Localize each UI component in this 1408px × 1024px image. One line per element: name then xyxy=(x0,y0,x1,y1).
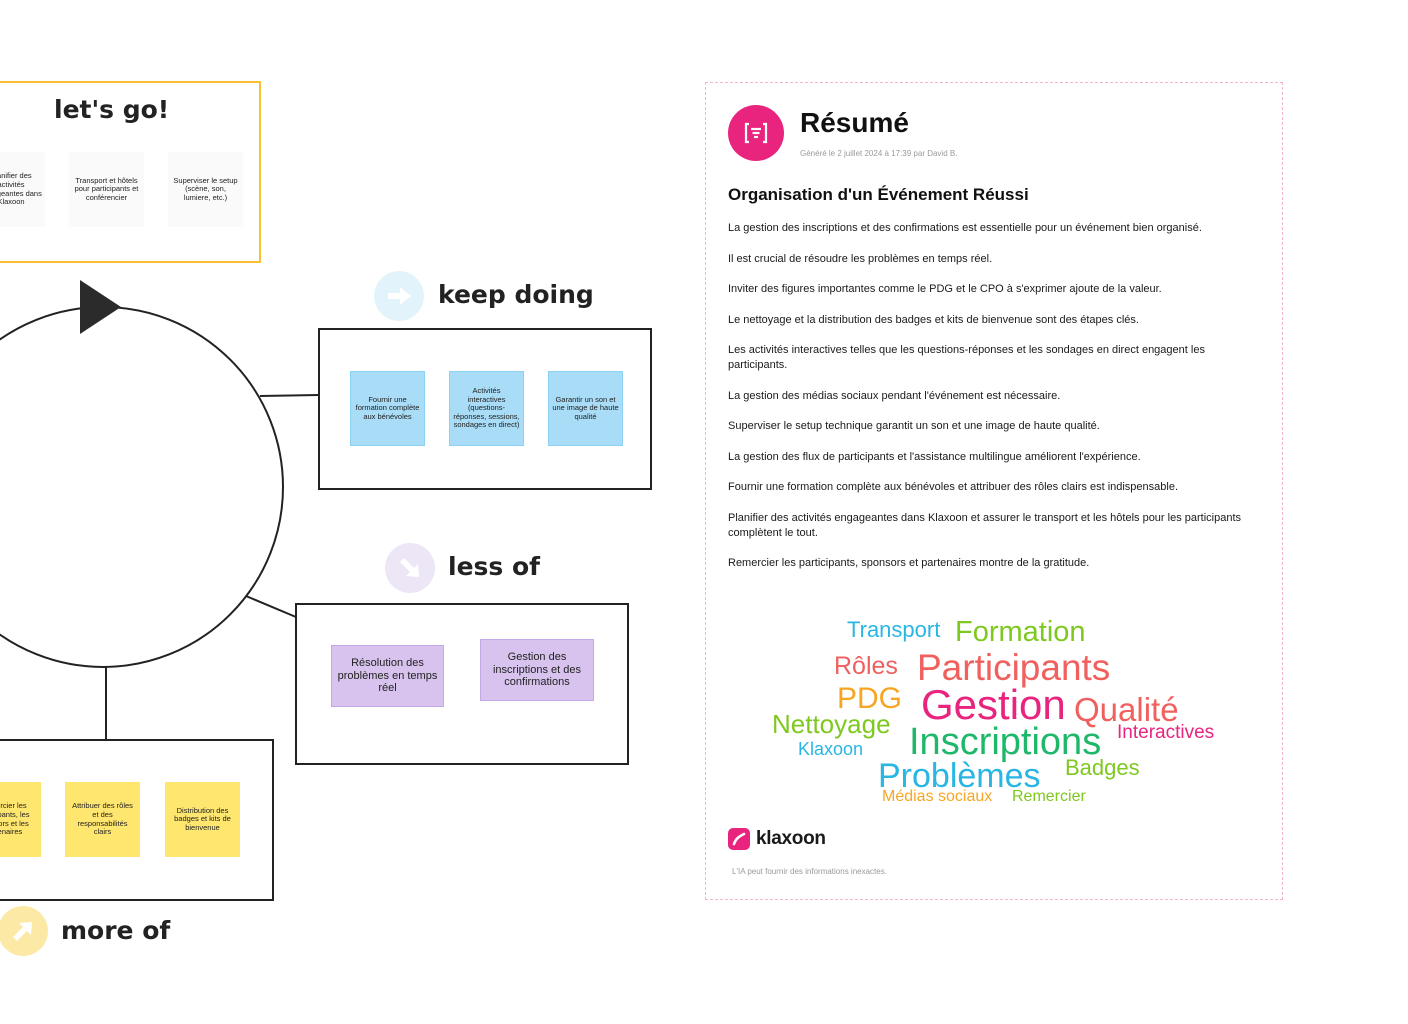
sticky-note[interactable]: Garantir un son et une image de haute qu… xyxy=(548,371,623,446)
connector-less-of xyxy=(245,595,297,618)
arrow-right-icon xyxy=(374,271,424,321)
sticky-note[interactable]: Activités interactives (questions-répons… xyxy=(449,371,524,446)
word-cloud-word: Inscriptions xyxy=(909,721,1102,763)
lets-go-title: let's go! xyxy=(54,95,170,124)
sticky-note[interactable]: Gestion des inscriptions et des confirma… xyxy=(480,639,594,701)
summary-point: Superviser le setup technique garantit u… xyxy=(728,420,1100,432)
sticky-note[interactable]: Fournir une formation complète aux bénév… xyxy=(350,371,425,446)
ai-disclaimer: L'IA peut fournir des informations inexa… xyxy=(732,867,887,876)
word-cloud-word: Badges xyxy=(1065,755,1140,780)
sticky-note[interactable]: Planifier des activités engageantes dans… xyxy=(0,152,45,227)
arrow-down-right-icon xyxy=(385,543,435,593)
connector-keep-doing xyxy=(259,394,320,397)
summary-point: Le nettoyage et la distribution des badg… xyxy=(728,313,1139,326)
sticky-note[interactable]: Superviser le setup (scène, son, lumiere… xyxy=(168,152,243,227)
summary-point: La gestion des inscriptions et des confi… xyxy=(728,222,1202,234)
less-of-title: less of xyxy=(448,552,541,581)
retro-cycle-circle xyxy=(0,306,284,668)
summary-point: Planifier des activités engageantes dans… xyxy=(728,511,1242,539)
summary-point: Il est crucial de résoudre les problèmes… xyxy=(728,252,993,265)
summary-heading: Organisation d'un Événement Réussi xyxy=(728,185,1029,204)
word-cloud-word: Transport xyxy=(847,617,941,642)
sticky-note[interactable]: Résolution des problèmes en temps réel xyxy=(331,645,444,707)
summary-point: La gestion des flux de participants et l… xyxy=(728,450,1141,463)
klaxoon-logo: klaxoon xyxy=(728,828,826,850)
arrow-up-right-icon xyxy=(0,906,48,956)
more-of-title: more of xyxy=(61,916,171,945)
word-cloud-word: Interactives xyxy=(1117,722,1215,743)
summary-panel: Résumé Généré le 2 juillet 2024 à 17:39 … xyxy=(705,82,1283,900)
word-cloud-word: Formation xyxy=(955,616,1086,648)
summary-point: Inviter des figures importantes comme le… xyxy=(728,283,1162,295)
word-cloud-word: Problèmes xyxy=(878,757,1041,795)
word-cloud-word: PDG xyxy=(837,682,903,715)
sticky-note[interactable]: Remercier les participants, les sponsors… xyxy=(0,782,41,857)
word-cloud-word: Klaxoon xyxy=(798,739,864,759)
summary-point: Remercier les participants, sponsors et … xyxy=(728,557,1090,569)
keep-doing-title: keep doing xyxy=(438,280,594,309)
summary-generated-info: Généré le 2 juillet 2024 à 17:39 par Dav… xyxy=(800,149,958,158)
sticky-note[interactable]: Distribution des badges et kits de bienv… xyxy=(165,782,240,857)
sticky-note[interactable]: Transport et hôtels pour participants et… xyxy=(69,152,144,227)
summary-points: La gestion des inscriptions et des confi… xyxy=(728,221,1258,587)
klaxoon-logo-icon xyxy=(728,828,750,850)
summary-point: Fournir une formation complète aux bénév… xyxy=(728,481,1179,493)
word-cloud-word: Participants xyxy=(917,647,1111,688)
word-cloud-word: Rôles xyxy=(834,652,898,680)
word-cloud-word: Remercier xyxy=(1012,788,1086,805)
retro-diagram-lines xyxy=(0,280,320,740)
summary-point: La gestion des médias sociaux pendant l'… xyxy=(728,389,1061,402)
play-triangle-icon xyxy=(80,280,121,334)
word-cloud-word: Qualité xyxy=(1074,691,1179,728)
summary-list-icon xyxy=(728,105,784,161)
summary-title: Résumé xyxy=(800,107,909,138)
sticky-note[interactable]: Attribuer des rôles et des responsabilit… xyxy=(65,782,140,857)
word-cloud-word: Médias sociaux xyxy=(882,788,993,805)
word-cloud-word: Nettoyage xyxy=(772,709,891,739)
summary-point: Les activités interactives telles que le… xyxy=(728,344,1205,371)
brand-name: klaxoon xyxy=(756,828,826,849)
word-cloud-word: Gestion xyxy=(921,681,1066,728)
word-cloud: Transport Formation Rôles Participants P… xyxy=(706,83,1282,899)
